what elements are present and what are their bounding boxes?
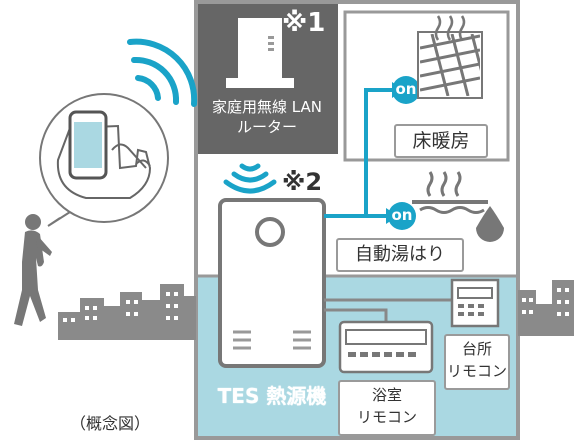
bath-remote-label: 浴室 リモコン [338, 380, 436, 436]
on-badge-top [392, 76, 420, 104]
person-silhouette [14, 214, 52, 326]
caption: （概念図） [70, 414, 151, 433]
bathtub-icon [412, 171, 504, 242]
kitchen-remote-label-line1: 台所 [461, 340, 492, 358]
unit-label: TES 熱源機 [217, 384, 327, 408]
on-badge-top-label: on [395, 80, 417, 98]
kitchen-remote-label: 台所 リモコン [444, 334, 510, 390]
bathroom-remote-icon [338, 320, 434, 374]
router-mark: ※1 [282, 8, 326, 38]
floor-heating-label: 床暖房 [394, 124, 488, 158]
phone-bubble [39, 93, 169, 227]
kitchen-remote-label-line2: リモコン [446, 362, 507, 380]
bath-remote-label-line1: 浴室 [371, 386, 402, 404]
bath-remote-label-line2: リモコン [356, 408, 417, 426]
hot-water-pipes [324, 88, 392, 218]
unit-mark: ※2 [282, 168, 323, 196]
on-badge-bottom [388, 202, 416, 230]
auto-bath-label: 自動湯はり [336, 238, 464, 272]
wifi-router-to-unit-icon [223, 163, 277, 194]
house-frame [194, 0, 520, 440]
router-label-line2: ルーター [236, 118, 297, 136]
kitchen-remote-icon [450, 278, 500, 328]
wifi-signal-icon [127, 38, 198, 107]
on-badge-bottom-label: on [391, 206, 413, 224]
phone-screen [74, 122, 102, 168]
water-drop-icon [476, 206, 504, 242]
router-label-line1: 家庭用無線 LAN [212, 98, 322, 116]
tes-heat-source-unit [218, 198, 326, 368]
heated-room [343, 10, 510, 162]
router-icon [226, 18, 294, 88]
floor-heating-icon [417, 15, 483, 99]
